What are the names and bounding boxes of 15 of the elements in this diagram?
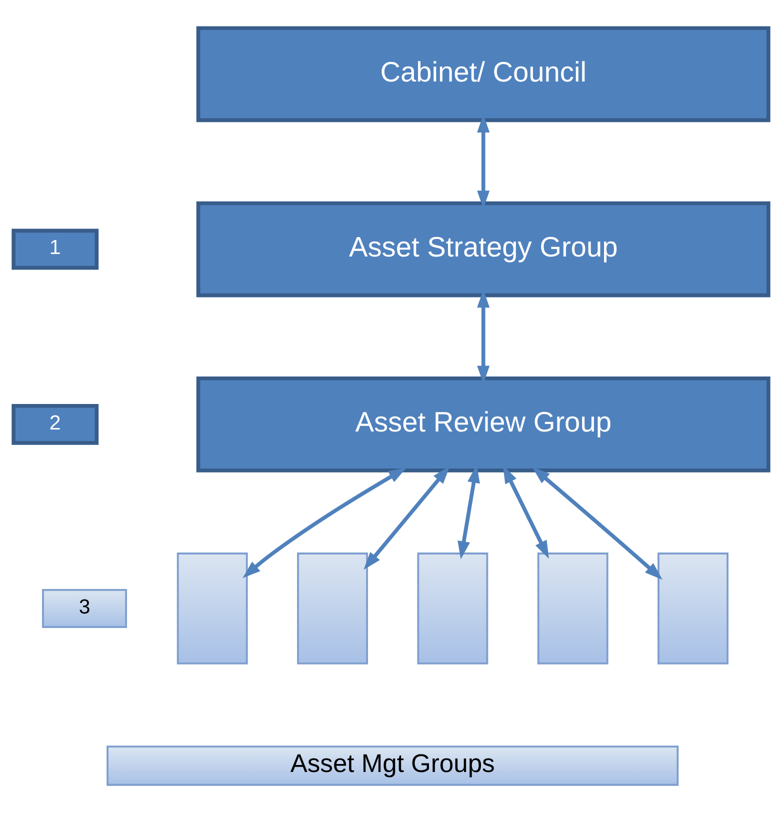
node-box (537, 552, 608, 664)
node-box: Asset Review Group (196, 376, 770, 472)
arrow (242, 468, 406, 578)
node-box: 2 (12, 404, 99, 445)
arrow (364, 466, 450, 570)
node-box: Cabinet/ Council (196, 26, 770, 122)
node-box (176, 552, 248, 664)
node-box (658, 552, 728, 664)
node-box (417, 552, 488, 664)
node-box: 3 (42, 588, 128, 628)
arrow (532, 466, 662, 580)
node-box: Asset Strategy Group (196, 201, 770, 298)
node-box: 1 (12, 228, 99, 270)
node-box: Asset Mgt Groups (106, 746, 679, 786)
node-box (297, 552, 368, 664)
